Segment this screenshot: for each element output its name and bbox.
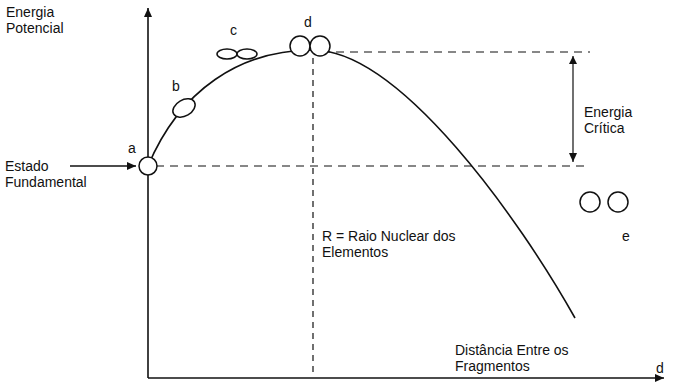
radius-line: [312, 58, 313, 376]
point-letter: a: [128, 140, 136, 156]
energy-label: Energia Crítica: [584, 104, 670, 136]
point-letter: d: [304, 14, 312, 30]
nucleus-d: [290, 36, 310, 56]
fragment-e: [580, 192, 600, 212]
critical-energy-arrow: [572, 56, 573, 162]
potential-curve: [148, 50, 575, 318]
nucleus-c: [237, 49, 257, 59]
ground-level-line: [156, 165, 590, 166]
fragment-e: [608, 192, 628, 212]
x-axis: [148, 377, 664, 379]
nucleus-a: [139, 157, 157, 175]
y-axis: [147, 8, 149, 378]
nucleus-c: [217, 49, 237, 59]
axis-title: Distância Entre os Fragmentos: [455, 342, 615, 374]
barrier-level-line: [322, 51, 590, 52]
point-letter: c: [230, 22, 237, 38]
radius-label: R = Raio Nuclear dos Elementos: [322, 228, 462, 260]
nucleus-d: [310, 36, 330, 56]
nucleus-b: [170, 95, 199, 121]
pointer-arrow: [70, 165, 136, 166]
point-letter: b: [172, 78, 180, 94]
axis-letter: d: [656, 360, 664, 376]
state-label: Estado Fundamental: [5, 158, 100, 190]
axis-title: Energia Potencial: [6, 4, 106, 36]
point-letter: e: [622, 228, 630, 244]
